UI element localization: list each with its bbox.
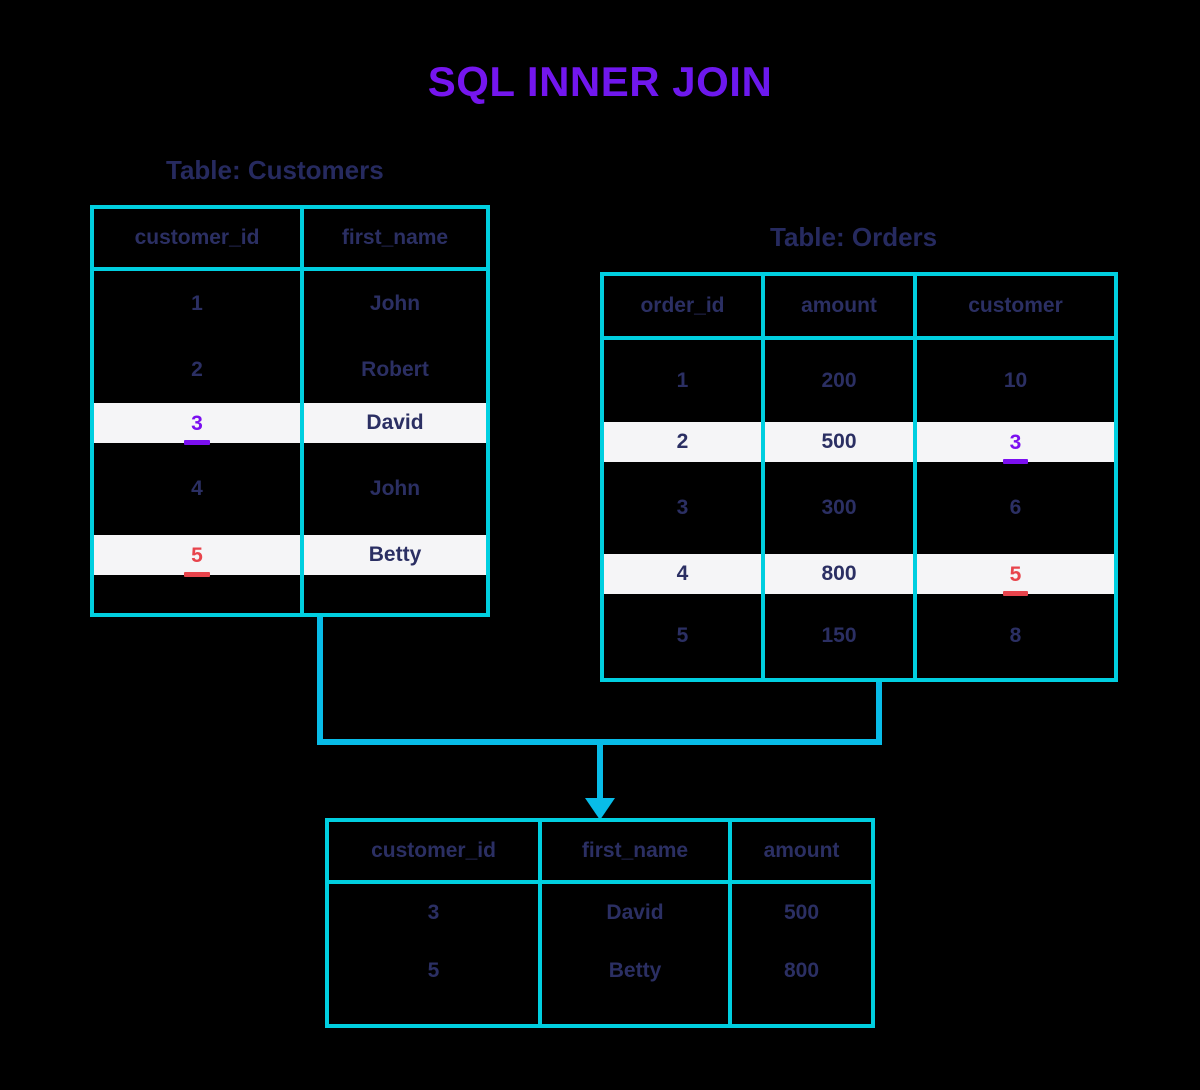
cell-value: 1 [676, 369, 689, 392]
table-cell: David [542, 884, 728, 942]
customers-column-customer_id: customer_id 1 2 3 4 5 [94, 209, 300, 613]
column-header: customer_id [329, 822, 538, 884]
table-cell: John [304, 443, 486, 535]
column-header: amount [765, 276, 913, 340]
orders-column-order_id: order_id 1 2 3 4 5 [604, 276, 761, 678]
column-header: customer [917, 276, 1114, 340]
customers-column-first_name: first_name John Robert David John Betty [300, 209, 486, 613]
cell-value: 800 [821, 562, 857, 585]
connector-orders-vertical-stub [876, 682, 882, 745]
table-cell-highlighted: Betty [304, 535, 486, 575]
table-cell: 3 [329, 884, 538, 942]
orders-column-amount: amount 200 500 300 800 150 [761, 276, 913, 678]
table-cell: John [304, 271, 486, 337]
table-cell: 150 [765, 594, 913, 678]
cell-value: 2 [676, 430, 689, 453]
column-header: first_name [542, 822, 728, 884]
table-cell: 1 [94, 271, 300, 337]
table-cell-highlighted: 2 [604, 422, 761, 462]
orders-table: order_id 1 2 3 4 5 amount 200 500 [600, 272, 1118, 682]
table-cell-empty [94, 575, 300, 613]
connector-arrow-stem [597, 739, 603, 807]
result-column-first_name: first_name David Betty [538, 822, 728, 1024]
cell-value: John [369, 477, 421, 500]
table-cell: 300 [765, 462, 913, 554]
table-cell: 4 [94, 443, 300, 535]
cell-value: 300 [821, 496, 857, 519]
orders-table-caption: Table: Orders [770, 222, 938, 252]
table-cell: 1 [604, 340, 761, 422]
table-cell: 800 [732, 942, 871, 1000]
join-key-value: 5 [184, 543, 210, 577]
table-cell-empty [304, 575, 486, 613]
customers-table: customer_id 1 2 3 4 5 first_name John [90, 205, 490, 617]
connector-customers-vertical [317, 617, 323, 745]
cell-value: 4 [676, 562, 689, 585]
customers-table-caption: Table: Customers [166, 155, 384, 185]
cell-value: 4 [191, 477, 203, 500]
column-header: first_name [304, 209, 486, 271]
table-cell: 10 [917, 340, 1114, 422]
cell-value: 3 [427, 901, 440, 924]
table-cell-empty [542, 1000, 728, 1024]
cell-value: Robert [361, 358, 429, 381]
orders-column-customer: customer 10 3 6 5 8 [913, 276, 1114, 678]
cell-value: 200 [821, 369, 857, 392]
result-column-customer_id: customer_id 3 5 [329, 822, 538, 1024]
cell-value: 1 [191, 292, 203, 315]
table-cell: 8 [917, 594, 1114, 678]
cell-value: 10 [1003, 369, 1028, 392]
cell-value: 800 [783, 959, 820, 982]
table-cell: 2 [94, 337, 300, 403]
table-cell-empty [329, 1000, 538, 1024]
table-cell-highlighted: 800 [765, 554, 913, 594]
cell-value: 500 [783, 901, 820, 924]
connector-arrowhead-icon [585, 798, 615, 820]
table-cell-highlighted: 500 [765, 422, 913, 462]
cell-value: 3 [676, 496, 689, 519]
table-cell-highlighted: 3 [917, 422, 1114, 464]
join-key-value: 3 [1002, 430, 1028, 464]
column-header: amount [732, 822, 871, 884]
result-table: customer_id 3 5 first_name David Betty a… [325, 818, 875, 1028]
page-title: SQL INNER JOIN [0, 58, 1200, 106]
column-header: order_id [604, 276, 761, 340]
table-cell-highlighted: 5 [94, 535, 300, 577]
table-cell: 6 [917, 462, 1114, 554]
join-key-value: 3 [184, 411, 210, 445]
cell-value: 8 [1009, 624, 1022, 647]
cell-value: David [366, 411, 424, 434]
table-cell-empty [732, 1000, 871, 1024]
table-cell-highlighted: David [304, 403, 486, 443]
table-cell-highlighted: 4 [604, 554, 761, 594]
table-cell: Robert [304, 337, 486, 403]
cell-value: John [369, 292, 421, 315]
table-cell: Betty [542, 942, 728, 1000]
cell-value: David [606, 901, 664, 924]
cell-value: 500 [821, 430, 857, 453]
result-column-amount: amount 500 800 [728, 822, 871, 1024]
table-cell: 3 [604, 462, 761, 554]
table-cell: 500 [732, 884, 871, 942]
table-cell: 5 [329, 942, 538, 1000]
table-cell: 200 [765, 340, 913, 422]
cell-value: 5 [676, 624, 689, 647]
table-cell-highlighted: 3 [94, 403, 300, 445]
cell-value: Betty [608, 959, 662, 982]
cell-value: 2 [191, 358, 203, 381]
cell-value: 5 [427, 959, 440, 982]
column-header: customer_id [94, 209, 300, 271]
cell-value: 6 [1009, 496, 1022, 519]
join-key-value: 5 [1002, 562, 1028, 596]
table-cell-highlighted: 5 [917, 554, 1114, 596]
table-cell: 5 [604, 594, 761, 678]
cell-value: 150 [821, 624, 857, 647]
cell-value: Betty [368, 543, 422, 566]
